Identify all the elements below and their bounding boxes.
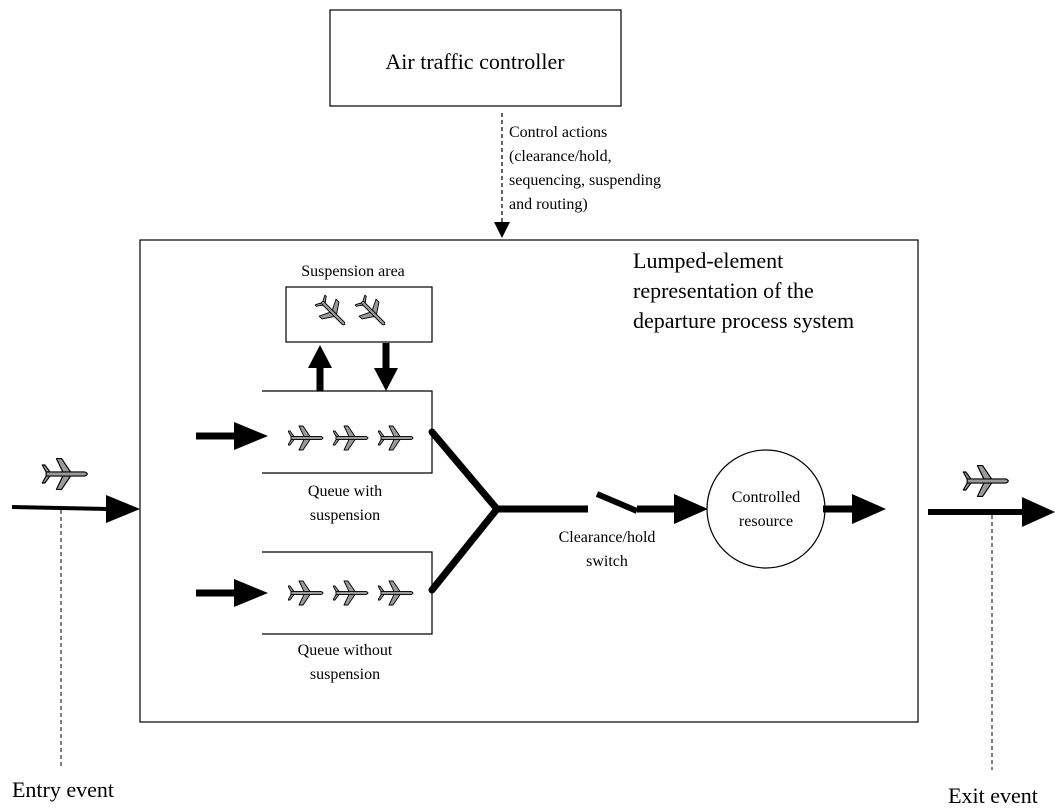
controlled-resource-label: Controlled resource [732, 489, 800, 530]
exit-arrow [928, 497, 1055, 527]
svg-text:suspension: suspension [310, 666, 380, 683]
svg-text:sequencing, suspending: sequencing, suspending [509, 172, 661, 189]
exiting-aircraft-icon [962, 464, 1009, 498]
svg-text:Control actions: Control actions [509, 124, 607, 141]
svg-text:(clearance/hold,: (clearance/hold, [509, 148, 612, 165]
controlled-resource-circle [706, 449, 826, 569]
resource-outflow-arrow [823, 494, 886, 524]
air-traffic-controller-box: Air traffic controller [329, 9, 622, 107]
queue-with-suspension-label: Queue with suspension [308, 483, 382, 524]
svg-text:suspension: suspension [310, 507, 380, 524]
suspension-area-box [285, 286, 433, 343]
queued-aircraft-icon [333, 580, 369, 606]
queue-with-suspension-inflow-arrow [196, 422, 268, 450]
entry-event-label: Entry event [12, 777, 114, 802]
system-title: Lumped-element representation of the dep… [633, 248, 854, 333]
from-suspension-arrow [374, 343, 398, 391]
svg-text:switch: switch [586, 553, 628, 570]
controller-label: Air traffic controller [385, 49, 565, 74]
control-actions-label: Control actions (clearance/hold, sequenc… [509, 124, 661, 213]
queued-aircraft-icon [288, 580, 324, 606]
queued-aircraft-icon [378, 425, 414, 451]
queued-aircraft-icon [378, 580, 414, 606]
svg-text:Clearance/hold: Clearance/hold [559, 529, 656, 546]
suspension-area-label: Suspension area [301, 263, 405, 280]
svg-text:and routing): and routing) [509, 196, 588, 213]
entering-aircraft-icon [41, 457, 88, 491]
control-actions-arrow [494, 113, 510, 238]
exit-event-label: Exit event [948, 783, 1038, 808]
svg-text:Queue without: Queue without [298, 642, 393, 659]
clearance-hold-switch [595, 491, 708, 524]
svg-text:Lumped-element: Lumped-element [633, 248, 783, 273]
queued-aircraft-icon [333, 425, 369, 451]
svg-text:resource: resource [739, 513, 793, 530]
departure-system-box [139, 239, 919, 723]
queue-without-suspension-inflow-arrow [196, 579, 268, 607]
switch-label: Clearance/hold switch [559, 529, 656, 570]
entry-arrow [11, 495, 140, 523]
svg-text:departure process system: departure process system [633, 308, 854, 333]
queue-without-suspension-label: Queue without suspension [298, 642, 393, 683]
queued-aircraft-icon [288, 425, 324, 451]
svg-text:Controlled: Controlled [732, 489, 800, 506]
to-suspension-arrow [308, 345, 332, 391]
svg-text:representation of the: representation of the [633, 278, 814, 303]
merge-junction [428, 428, 588, 594]
svg-text:Queue with: Queue with [308, 483, 382, 500]
